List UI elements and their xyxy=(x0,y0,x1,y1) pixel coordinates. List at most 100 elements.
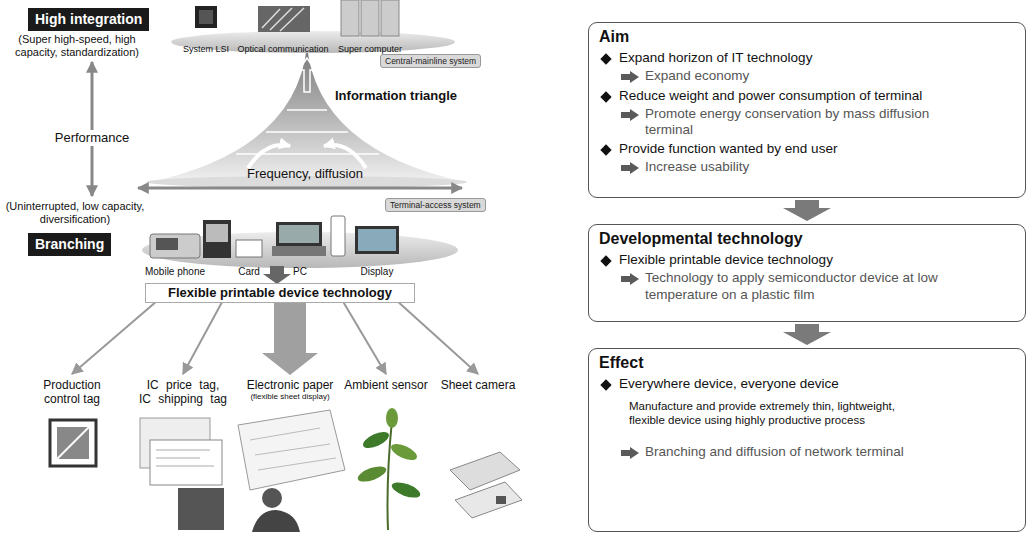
text-row: Terminal-access system xyxy=(390,200,481,210)
bullet-arrow-shape xyxy=(621,109,639,121)
text-row: Reduce weight and power consumption of t… xyxy=(599,88,1013,104)
panel-text: Provide function wanted by end user xyxy=(619,141,837,157)
bullet-arrow-shape xyxy=(621,71,639,83)
annotation-label: Super computer xyxy=(338,44,402,55)
supercomputer-rack xyxy=(361,0,379,36)
panel-heading: Effect xyxy=(599,353,643,372)
bullet-diamond xyxy=(600,144,611,155)
panel-text: Promote energy conservation by mass diff… xyxy=(645,106,965,138)
up-arrow xyxy=(299,58,315,92)
node-text: Flexible printable device technology xyxy=(168,285,392,301)
level-box: Branching xyxy=(28,233,111,256)
text-row: Branching xyxy=(35,236,104,253)
text-row: Flexible printable device technology xyxy=(150,285,410,301)
annotation-label: Performance xyxy=(52,130,132,146)
text-row: Provide function wanted by end user xyxy=(599,141,1013,157)
tag-photo xyxy=(178,488,224,530)
annotation-label: Optical communication xyxy=(237,44,328,55)
text-row: Effect xyxy=(599,353,1013,372)
bullet-diamond xyxy=(600,256,611,267)
technology-box: Flexible printable device technology xyxy=(145,283,415,303)
shipping-tag xyxy=(150,440,222,485)
node-text: High integration xyxy=(35,11,142,28)
electronic-paper-sheet xyxy=(238,410,345,490)
swoosh-arrow xyxy=(248,145,290,168)
annotation-label: (Uninterrupted, low capacity, diversific… xyxy=(0,200,150,226)
display-monitor xyxy=(355,226,399,254)
down-arrow xyxy=(263,266,291,284)
sheet-map-lines xyxy=(250,428,336,470)
plant-leaf xyxy=(386,408,398,428)
bullet-arrow xyxy=(621,273,639,285)
node-text: Central-mainline system xyxy=(385,56,476,66)
annotation-label: PC xyxy=(293,266,307,278)
panel-text: Everywhere device, everyone device xyxy=(619,376,839,392)
text-row: Manufacture and provide extremely thin, … xyxy=(629,400,1013,428)
aim-panel: AimExpand horizon of IT technologyExpand… xyxy=(588,22,1026,198)
annotation-label: Information triangle xyxy=(335,88,457,104)
supercomputer-rack xyxy=(381,0,399,36)
card-device xyxy=(236,240,262,257)
panel-text: Increase usability xyxy=(645,159,749,175)
mobile-phone xyxy=(331,216,345,256)
plant-leaf xyxy=(389,441,419,464)
panel-text: Manufacture and provide extremely thin, … xyxy=(629,400,929,428)
panel-heading: Aim xyxy=(599,27,629,46)
production-tag xyxy=(50,420,96,466)
device-screen xyxy=(156,238,178,250)
triangle-stripe xyxy=(287,109,327,111)
connector-arrow xyxy=(399,303,478,374)
swoosh-arrow xyxy=(324,145,366,168)
plant-leaf xyxy=(361,429,391,452)
application-item: Electronic paper(flexible sheet display) xyxy=(238,378,342,402)
system-tag: Terminal-access system xyxy=(385,198,486,212)
panel-heading: Developmental technology xyxy=(599,229,803,248)
camera-sheet xyxy=(450,452,520,490)
bullet-arrow-shape xyxy=(621,447,639,459)
text-row: Technology to apply semiconductor device… xyxy=(621,270,1013,302)
node-text: IC price tag, IC shipping tag xyxy=(138,378,228,407)
annotation-label: System LSI xyxy=(183,44,229,55)
mobile-device xyxy=(150,234,200,258)
text-row: IC price tag, IC shipping tag xyxy=(138,378,228,407)
panel-text: Branching and diffusion of network termi… xyxy=(645,444,904,460)
laptop-screen xyxy=(276,222,322,246)
node-text: Branching xyxy=(35,236,104,253)
connector-arrow xyxy=(344,303,386,374)
camera-lens xyxy=(496,496,506,504)
annotation-label: Display xyxy=(361,266,394,278)
panel-text: Expand horizon of IT technology xyxy=(619,50,812,66)
panel-text: Technology to apply semiconductor device… xyxy=(645,270,965,302)
application-item: Ambient sensor xyxy=(340,378,432,392)
block-arrow xyxy=(262,303,318,375)
node-text: Ambient sensor xyxy=(344,378,427,392)
technology-panel: Developmental technologyFlexible printab… xyxy=(588,224,1026,322)
bullet-diamond xyxy=(600,380,611,391)
laptop-display xyxy=(279,225,319,243)
application-item: Sheet camera xyxy=(436,378,520,392)
triangle-stripe xyxy=(266,131,348,133)
text-row: Aim xyxy=(599,27,1013,46)
block-arrow xyxy=(783,200,831,221)
annotation-label: Mobile phone xyxy=(145,266,205,278)
bullet-diamond xyxy=(600,91,611,102)
connector-arrow xyxy=(183,303,222,374)
handheld-pc xyxy=(203,220,231,258)
tag-lines xyxy=(156,450,214,466)
node-text: (flexible sheet display) xyxy=(250,392,329,402)
plant-leaf xyxy=(356,463,388,485)
text-row: Everywhere device, everyone device xyxy=(599,376,1013,392)
node-text: Sheet camera xyxy=(441,378,516,392)
node-text: Production control tag xyxy=(30,378,114,407)
optical-fiber xyxy=(258,6,310,32)
text-row: Central-mainline system xyxy=(385,56,476,66)
application-item: Production control tag xyxy=(30,378,114,407)
bullet-arrow xyxy=(621,447,639,459)
node-text: Terminal-access system xyxy=(390,200,481,210)
text-row: Branching and diffusion of network termi… xyxy=(621,444,1013,460)
plant-leaf xyxy=(390,479,422,501)
bullet-arrow xyxy=(621,71,639,83)
level-box: High integration xyxy=(28,8,149,31)
laptop-base xyxy=(272,246,326,256)
text-row: Increase usability xyxy=(621,159,1013,175)
